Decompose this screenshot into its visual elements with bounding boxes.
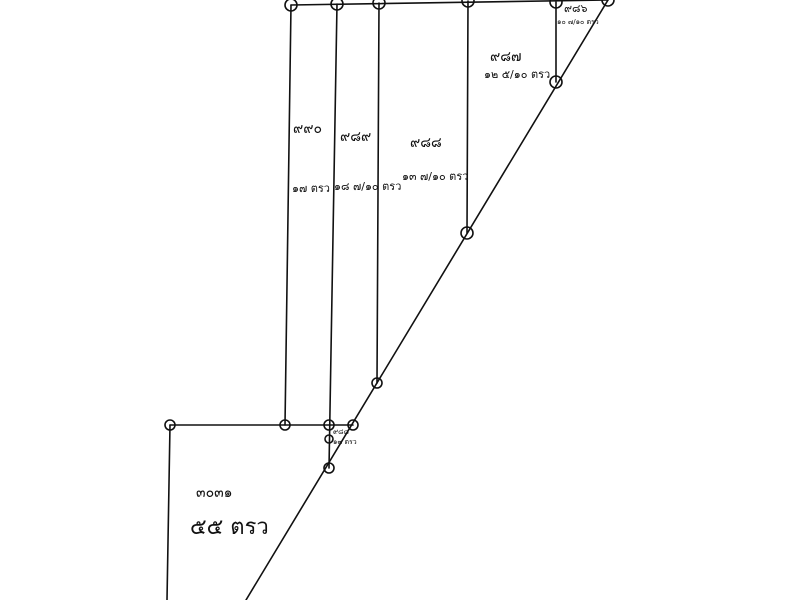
parcel-area: ๑๓ ตรว: [333, 438, 357, 446]
pin-marker: [347, 419, 359, 431]
pin-marker: [460, 226, 474, 240]
parcel-number: ๓๐๓๑: [196, 485, 233, 501]
pin-marker: [601, 0, 615, 7]
pin-marker: [279, 419, 291, 431]
parcel-987: ๙๘๗ ๑๒ ๕/๑๐ ตรว: [484, 49, 550, 81]
pin-marker: [323, 419, 335, 431]
pin-marker: [461, 0, 475, 8]
pin-marker: [330, 0, 344, 11]
top-boundary: [290, 0, 609, 6]
divider-990-left: [284, 4, 292, 426]
boundary-lines: [166, 0, 609, 600]
pin-marker: [371, 377, 383, 389]
pin-marker: [372, 0, 386, 10]
divider-989-988: [376, 2, 380, 384]
parcel-number: ๙๘๘: [333, 428, 349, 436]
divider-988-987: [466, 0, 469, 234]
parcel-990: ๙๙๐ ๑๗ ตรว: [292, 121, 330, 195]
parcel-986: ๙๘๖ ๑๐ ๗/๑๐ ตรว: [557, 2, 599, 26]
pin-marker: [323, 462, 335, 474]
pin-marker: [284, 0, 298, 12]
pin-marker: [164, 419, 176, 431]
divider-990-989: [328, 3, 338, 469]
pin-marker: [549, 0, 563, 9]
parcel-989: ๙๘๙ ๑๘ ๗/๑๐ ตรว: [334, 129, 401, 193]
pin-marker: [324, 434, 334, 444]
left-boundary: [166, 424, 171, 600]
parcel-area: ๑๘ ๗/๑๐ ตรว: [334, 180, 401, 193]
pin-marker: [549, 75, 563, 89]
parcel-sliver: ๙๘๘ ๑๓ ตรว: [333, 428, 357, 446]
parcel-area: ๑๗ ตรว: [292, 182, 330, 195]
parcel-area: ๑๓ ๗/๑๐ ตรว: [402, 170, 468, 183]
parcel-area: ๑๒ ๕/๑๐ ตรว: [484, 68, 550, 81]
boundary-pins: [164, 0, 615, 474]
parcel-number: ๙๘๗: [490, 49, 522, 65]
parcel-988: ๙๘๘ ๑๓ ๗/๑๐ ตรว: [402, 135, 468, 183]
parcel-number: ๙๘๖: [564, 2, 588, 15]
parcel-number: ๙๘๙: [340, 129, 371, 145]
diagonal-boundary: [245, 0, 609, 600]
parcel-area: ๕๕ ตรว: [190, 515, 269, 540]
parcel-number: ๙๙๐: [293, 121, 322, 137]
parcel-number: ๙๘๘: [410, 135, 442, 151]
parcel-3031: ๓๐๓๑ ๕๕ ตรว: [190, 485, 269, 540]
parcel-area: ๑๐ ๗/๑๐ ตรว: [557, 18, 599, 26]
